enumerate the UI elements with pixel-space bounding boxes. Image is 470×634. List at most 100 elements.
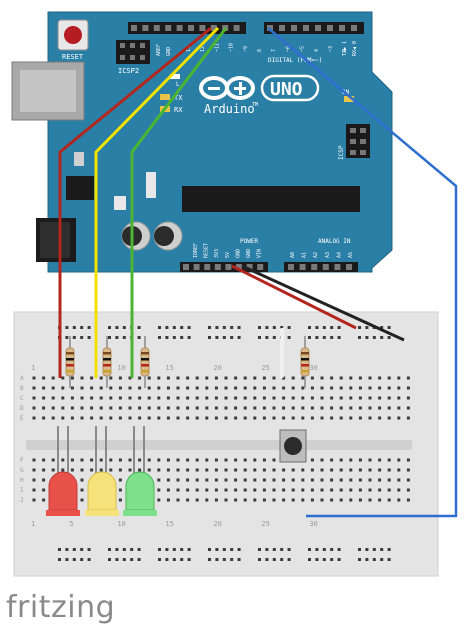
breadboard-hole bbox=[372, 548, 376, 551]
digital-pin-label: 13 bbox=[186, 46, 192, 52]
breadboard-hole bbox=[387, 396, 391, 400]
breadboard-hole bbox=[262, 396, 266, 400]
push-button[interactable] bbox=[279, 429, 307, 463]
breadboard-hole bbox=[358, 326, 361, 329]
power-pin-label: 3V3 bbox=[214, 249, 220, 258]
breadboard-hole bbox=[157, 386, 161, 390]
breadboard-hole bbox=[368, 458, 372, 462]
breadboard-row-label: H bbox=[20, 477, 24, 484]
breadboard-col-number: 1 bbox=[31, 364, 35, 372]
breadboard-hole bbox=[61, 406, 65, 410]
breadboard-hole bbox=[90, 458, 94, 462]
breadboard-hole bbox=[214, 498, 218, 502]
digital-pin-label: ~10 bbox=[229, 43, 235, 52]
breadboard-hole bbox=[365, 326, 369, 329]
header-pin bbox=[346, 264, 352, 270]
breadboard-hole bbox=[166, 406, 170, 410]
breadboard-hole bbox=[99, 416, 103, 420]
digital-pin-label: 7 bbox=[271, 49, 277, 52]
breadboard-row-label: J bbox=[20, 497, 24, 504]
header-pin bbox=[131, 25, 137, 31]
header-pin bbox=[315, 25, 321, 31]
breadboard-hole bbox=[358, 488, 362, 492]
breadboard-hole bbox=[166, 458, 170, 462]
breadboard-hole bbox=[72, 548, 76, 551]
analog-in-label: ANALOG IN bbox=[318, 238, 351, 245]
digital-pin-label: 2 bbox=[342, 49, 348, 52]
breadboard-hole bbox=[358, 406, 362, 410]
breadboard-hole bbox=[42, 376, 46, 380]
breadboard-hole bbox=[172, 558, 176, 561]
breadboard-hole bbox=[61, 386, 65, 390]
l-led-label: L bbox=[176, 81, 180, 88]
breadboard-row-label: I bbox=[20, 487, 24, 494]
breadboard-hole bbox=[176, 458, 180, 462]
breadboard-hole bbox=[80, 336, 84, 339]
breadboard-hole bbox=[262, 416, 266, 420]
breadboard-hole bbox=[291, 416, 295, 420]
breadboard-hole bbox=[224, 376, 228, 380]
breadboard-row-label: C bbox=[20, 395, 24, 402]
breadboard-hole bbox=[128, 416, 132, 420]
breadboard-hole bbox=[180, 326, 184, 329]
breadboard-hole bbox=[253, 458, 257, 462]
breadboard-hole bbox=[90, 406, 94, 410]
breadboard-hole bbox=[368, 386, 372, 390]
breadboard-hole bbox=[358, 478, 362, 482]
breadboard-hole bbox=[137, 548, 141, 551]
breadboard-hole bbox=[157, 468, 161, 472]
breadboard-hole bbox=[214, 458, 218, 462]
breadboard-hole bbox=[330, 498, 334, 502]
breadboard-hole bbox=[205, 458, 209, 462]
breadboard-hole bbox=[291, 386, 295, 390]
breadboard-hole bbox=[222, 558, 226, 561]
breadboard-hole bbox=[230, 558, 234, 561]
breadboard-hole bbox=[265, 558, 269, 561]
breadboard-hole bbox=[137, 326, 141, 329]
icsp2-label: ICSP2 bbox=[118, 67, 139, 75]
microcontroller-chip bbox=[182, 186, 360, 212]
breadboard-hole bbox=[157, 478, 161, 482]
breadboard-hole bbox=[109, 468, 113, 472]
breadboard-hole bbox=[42, 386, 46, 390]
digital-pin-label: ~5 bbox=[300, 46, 306, 52]
breadboard-hole bbox=[42, 478, 46, 482]
breadboard-hole bbox=[349, 468, 353, 472]
breadboard-hole bbox=[358, 548, 361, 551]
breadboard-hole bbox=[301, 478, 305, 482]
wire-black-gnd bbox=[241, 264, 405, 342]
breadboard-hole bbox=[128, 468, 132, 472]
breadboard-hole bbox=[51, 396, 55, 400]
breadboard-hole bbox=[128, 458, 132, 462]
breadboard-hole bbox=[280, 326, 284, 329]
breadboard-hole bbox=[368, 416, 372, 420]
breadboard-hole bbox=[187, 558, 191, 561]
breadboard-hole bbox=[42, 396, 46, 400]
breadboard-hole bbox=[42, 406, 46, 410]
breadboard-hole bbox=[80, 416, 84, 420]
breadboard-hole bbox=[387, 326, 391, 329]
breadboard-hole bbox=[214, 416, 218, 420]
breadboard-hole bbox=[195, 376, 199, 380]
breadboard-hole bbox=[42, 488, 46, 492]
breadboard-hole bbox=[109, 458, 113, 462]
breadboard-hole bbox=[380, 548, 384, 551]
header-pin bbox=[142, 25, 149, 31]
analog-pin-label: A5 bbox=[348, 252, 354, 258]
digital-pin-label: 4 bbox=[314, 49, 320, 52]
breadboard-hole bbox=[224, 406, 228, 410]
arduino-wordmark: Arduino bbox=[204, 102, 255, 116]
breadboard-hole bbox=[109, 396, 113, 400]
wire-blue-pin2 bbox=[267, 27, 458, 518]
breadboard-hole bbox=[215, 548, 219, 551]
breadboard-hole bbox=[87, 548, 91, 551]
breadboard-hole bbox=[337, 548, 341, 551]
breadboard-hole bbox=[186, 376, 190, 380]
breadboard-hole bbox=[378, 386, 382, 390]
breadboard-hole bbox=[70, 406, 74, 410]
breadboard-hole bbox=[358, 376, 362, 380]
breadboard-hole bbox=[70, 468, 74, 472]
breadboard-hole bbox=[205, 406, 209, 410]
breadboard-hole bbox=[222, 326, 226, 329]
breadboard-hole bbox=[165, 558, 169, 561]
